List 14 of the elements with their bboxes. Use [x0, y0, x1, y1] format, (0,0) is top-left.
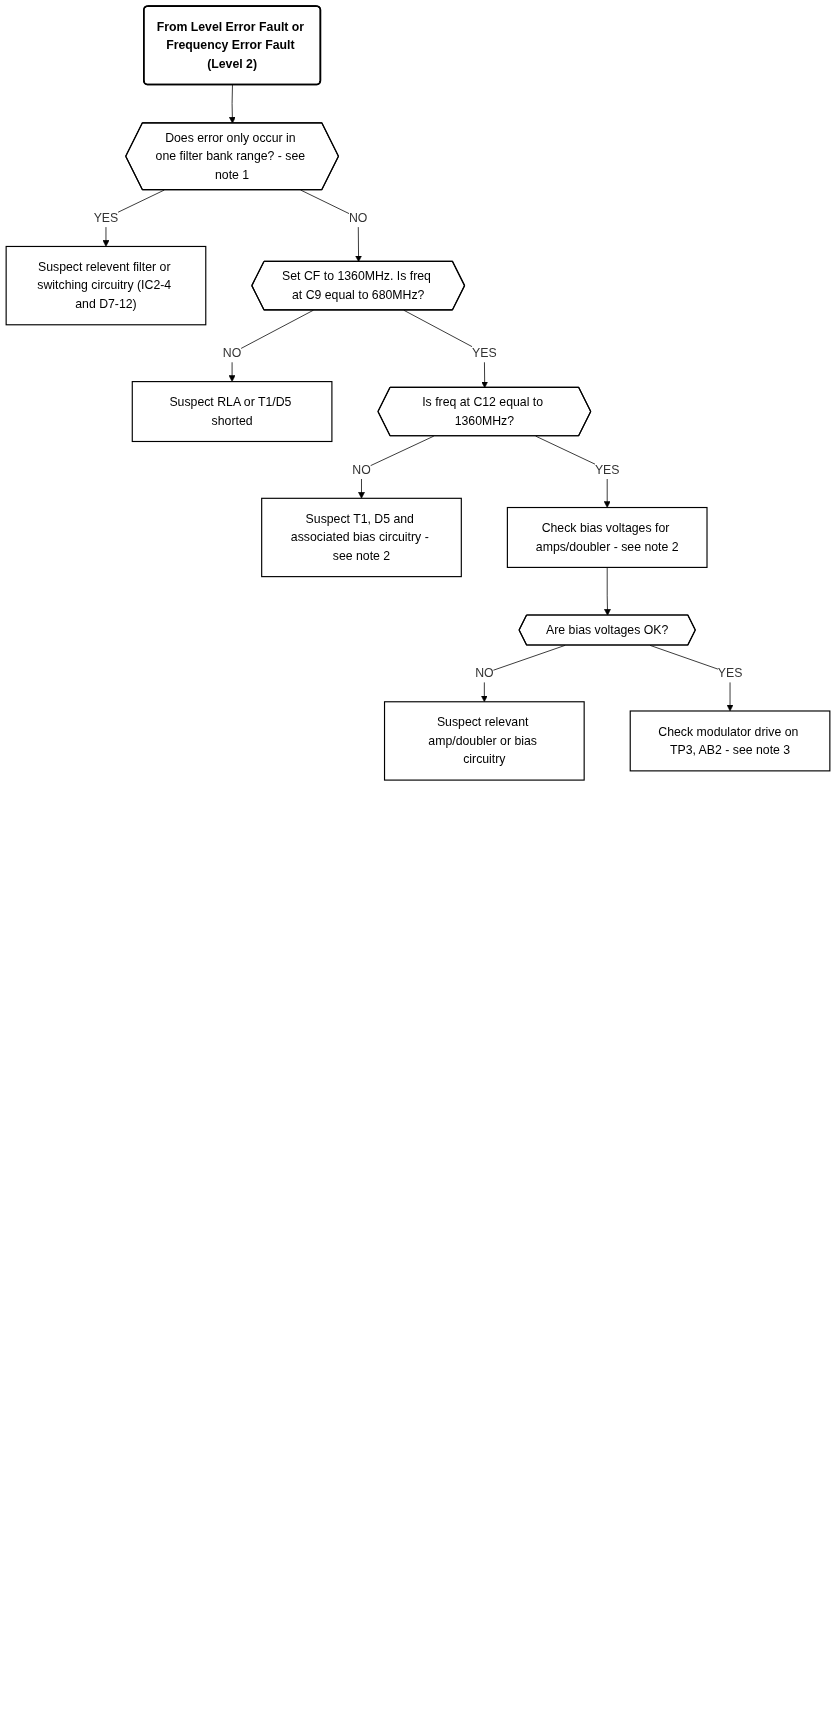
- edge-label: NO: [222, 346, 242, 360]
- node-box: Suspect T1, D5 and associated bias circuitry - see note 2: [261, 497, 462, 578]
- edge-label: YES: [93, 211, 119, 225]
- edge-label: NO: [349, 211, 368, 225]
- edge-label: YES: [717, 666, 743, 680]
- edge-label: NO: [352, 462, 371, 477]
- edge-label: NO: [475, 666, 494, 680]
- node-box: Suspect relevant amp/doubler or bias circuitry: [383, 701, 585, 781]
- node-box: Check modulator drive on TP3, AB2 - see note 3: [629, 710, 831, 772]
- edge-label: YES: [594, 462, 620, 477]
- node-box: Suspect RLA or T1/D5 shorted: [131, 381, 333, 443]
- edge-label: YES: [472, 346, 497, 360]
- node-box: Suspect relevent filter or switching circuitry (IC2-4 and D7-12): [5, 245, 207, 326]
- node-box: Check bias voltages for amps/doubler - see note 2: [506, 506, 708, 568]
